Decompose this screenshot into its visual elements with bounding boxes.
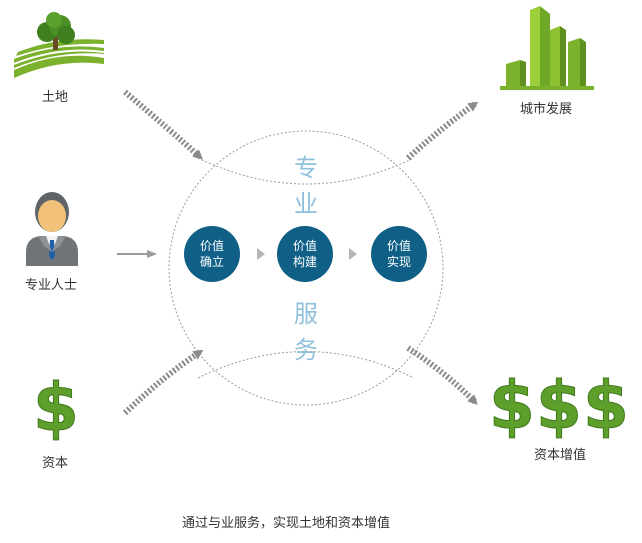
label-capital: 资本 xyxy=(42,456,69,471)
arrow-center-to-growth xyxy=(406,345,478,405)
step-value-establish: 价值 确立 xyxy=(184,226,240,282)
step-value-realize: 价值 实现 xyxy=(371,226,427,282)
caption: 通过与业服务，实现土地和资本增值 xyxy=(182,516,391,531)
label-professional: 专业人士 xyxy=(25,278,78,293)
dollar-icon: $ xyxy=(33,369,80,447)
step-3-line-1: 价值 xyxy=(386,239,411,253)
svg-text:$: $ xyxy=(536,368,582,440)
label-land: 土地 xyxy=(42,90,69,105)
step-3-line-2: 实现 xyxy=(386,255,411,269)
tree-field-icon xyxy=(13,12,105,82)
svg-text:$: $ xyxy=(489,368,535,440)
upper-lens-curve xyxy=(197,157,415,185)
step-value-build: 价值 构建 xyxy=(277,226,333,282)
center-text-top-1: 专 xyxy=(294,154,318,182)
svg-text:$: $ xyxy=(33,370,79,442)
triple-dollar-icon: $ $ $ xyxy=(488,367,630,445)
label-city: 城市发展 xyxy=(520,102,573,117)
step-2-line-2: 构建 xyxy=(292,255,317,269)
step-1-line-2: 确立 xyxy=(199,255,224,269)
svg-text:$: $ xyxy=(583,368,629,440)
center-text-bottom-2: 务 xyxy=(294,336,318,364)
arrow-center-to-city xyxy=(406,101,479,161)
step-arrow-1 xyxy=(257,248,265,260)
step-arrow-2 xyxy=(349,248,357,260)
center-text-top-2: 业 xyxy=(294,190,318,218)
center-text-bottom-1: 服 xyxy=(294,300,318,328)
label-capital-growth: 资本增值 xyxy=(534,448,587,463)
arrow-land-to-center xyxy=(123,89,203,160)
arrow-capital-to-center xyxy=(122,349,204,416)
buildings-icon xyxy=(500,6,594,92)
main-circle xyxy=(168,130,444,406)
step-1-line-1: 价值 xyxy=(199,239,224,253)
person-icon xyxy=(24,190,80,266)
step-2-line-1: 价值 xyxy=(292,239,317,253)
lower-lens-curve xyxy=(197,351,415,379)
